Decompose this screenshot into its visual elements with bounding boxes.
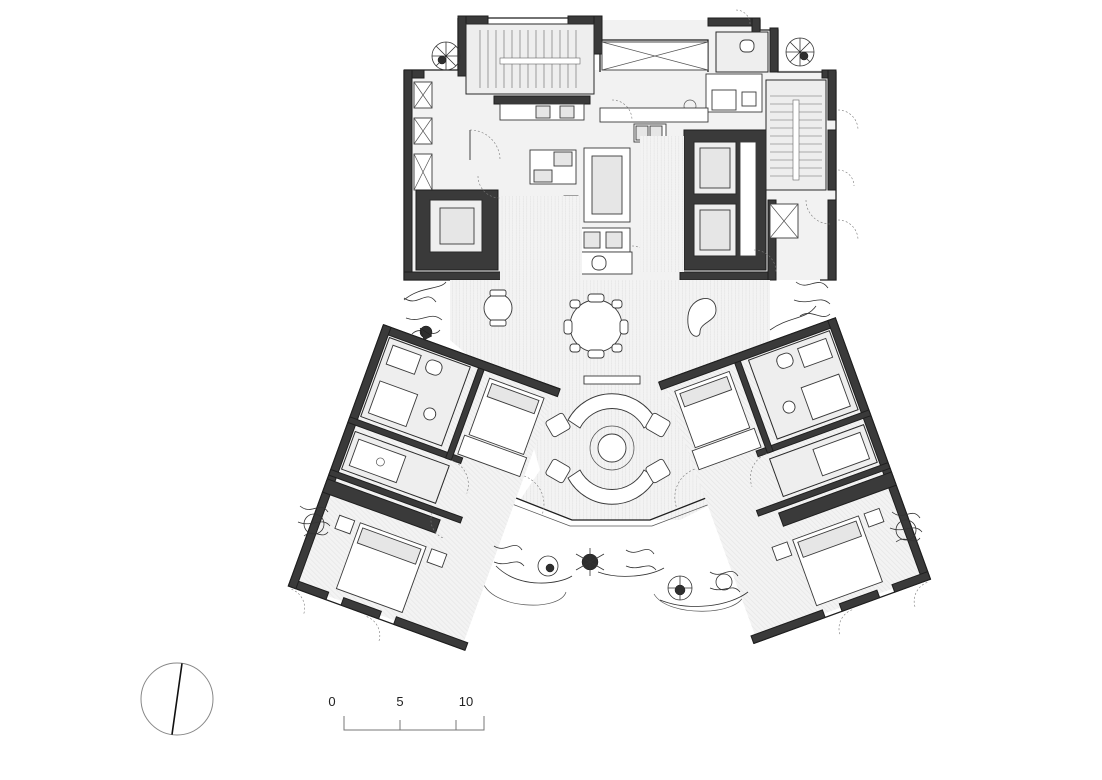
landscape-plants [297, 37, 923, 607]
upper-service-block [403, 9, 859, 281]
scale-bar: 0 5 10 [328, 694, 485, 731]
scale-label-5: 5 [396, 694, 403, 709]
north-arrow [140, 662, 214, 736]
scale-label-10: 10 [459, 694, 473, 709]
scale-label-0: 0 [328, 694, 335, 709]
right-bedroom-wing [658, 317, 932, 645]
north-arrow-needle [171, 663, 183, 735]
